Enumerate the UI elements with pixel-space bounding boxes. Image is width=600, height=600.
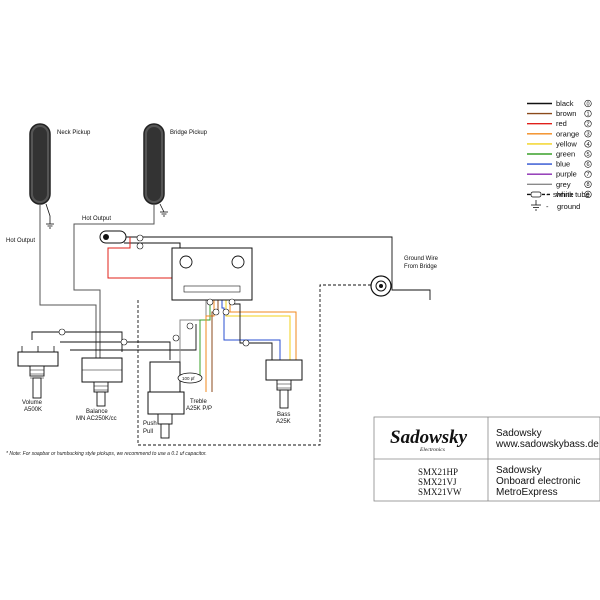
legend-label-purple: purple	[556, 170, 577, 179]
title-website: www.sadowskybass.de	[495, 439, 599, 450]
volume-label-1: Volume	[22, 400, 43, 406]
legend-number-yellow: 4	[587, 142, 590, 148]
capacitor-note: * Note: For soapbar or humbucking style …	[6, 451, 207, 457]
legend-label-grey: grey	[556, 180, 571, 189]
shrink-tube-legend	[527, 191, 542, 198]
ground-legend-icon	[531, 200, 541, 211]
legend-number-circle-green	[584, 150, 592, 158]
desc-2: Onboard electronic	[496, 476, 581, 487]
capacitor-label: 100 pf	[182, 376, 195, 381]
legend-number-black: 0	[587, 101, 590, 107]
bridge-ground-lead	[159, 203, 165, 213]
push-label: Push	[143, 421, 157, 427]
legend-dash-shrink: -	[546, 190, 549, 199]
legend-label-green: green	[556, 150, 575, 159]
bridge-hot-wire	[73, 204, 155, 360]
legend-number-circle-yellow	[584, 140, 592, 148]
legend-label-brown: brown	[556, 109, 576, 118]
volume-label-2: A500K	[24, 407, 42, 413]
neck-pickup-label: Neck Pickup	[57, 130, 91, 136]
treble-pot	[147, 361, 185, 439]
black-wire-top-2	[124, 242, 181, 248]
treble-label-2: A25K P/P	[186, 406, 212, 412]
legend-number-grey: 8	[587, 182, 590, 188]
legend-number-circle-orange	[584, 130, 592, 138]
title-block	[373, 416, 600, 502]
blue-wire	[221, 290, 281, 360]
legend-label-yellow: yellow	[556, 139, 577, 148]
legend-number-orange: 3	[587, 132, 590, 138]
circuit-board	[171, 247, 253, 301]
hot-output-label-1: Hot Output	[6, 238, 35, 244]
bridge-pickup-label: Bridge Pickup	[170, 130, 208, 136]
balance-label-1: Balance	[86, 409, 108, 415]
ground-wire-label-1: Ground Wire	[404, 256, 439, 262]
wire-number-markers	[58, 234, 250, 347]
desc-1: Sadowsky	[496, 465, 542, 476]
legend-number-circle-red	[584, 120, 592, 128]
neck-pickup	[29, 123, 51, 205]
color-legend: black 0 brown 1 red 2 orange 3 yellow 4 green 5 blue…	[527, 99, 592, 199]
legend-number-green: 5	[587, 152, 590, 158]
legend-number-circle-purple	[584, 170, 592, 178]
white-dashed-wire	[137, 284, 372, 446]
legend-dash-ground: -	[546, 202, 549, 211]
bass-label-2: A25K	[276, 419, 291, 425]
grey-wire	[179, 290, 207, 380]
neck-ground-icon	[46, 223, 54, 229]
legend-shrink-tube: shrink tube	[553, 190, 590, 199]
treble-label-1: Treble	[190, 399, 207, 405]
legend-number-circle-brown	[584, 109, 592, 118]
desc-3: MetroExpress	[496, 487, 558, 498]
volume-treble-wire	[60, 341, 171, 360]
legend-number-circle-black	[584, 99, 592, 108]
legend-number-purple: 7	[587, 172, 590, 178]
ground-wire-label-2: From Bridge	[404, 264, 438, 270]
model-2: SMX21VJ	[418, 477, 457, 487]
black-wire-bass	[233, 290, 273, 362]
model-1: SMX21HP	[418, 467, 458, 477]
input-switch	[99, 230, 127, 244]
legend-ground: ground	[557, 202, 580, 211]
legend-label-orange: orange	[556, 129, 579, 138]
balance-label-2: MN AC250K/cc	[76, 416, 117, 422]
orange-wire-a	[205, 290, 215, 392]
legend-number-white: 9	[587, 192, 590, 198]
legend-label-black: black	[556, 99, 574, 108]
legend-number-circle-blue	[584, 160, 592, 168]
output-jack	[370, 275, 392, 297]
sadowsky-logo-sub: Electronics	[419, 447, 445, 453]
legend-number-blue: 6	[587, 162, 590, 168]
ground-wire-from-bridge	[162, 236, 431, 300]
balance-pot	[81, 357, 123, 407]
pull-label: Pull	[143, 429, 153, 435]
legend-label-white: white	[555, 190, 574, 199]
legend-label-blue: blue	[556, 160, 570, 169]
balance-board-wire	[70, 324, 197, 351]
legend-number-circle-white	[584, 190, 592, 198]
legend-number-circle-grey	[584, 180, 592, 188]
hot-output-label-2: Hot Output	[82, 216, 111, 222]
volume-pot	[17, 346, 59, 399]
legend-label-red: red	[556, 119, 567, 128]
bass-label-1: Bass	[277, 412, 290, 418]
bass-pot	[265, 359, 303, 409]
capacitor-icon	[177, 372, 203, 384]
bridge-ground-icon	[160, 211, 168, 217]
legend-number-brown: 1	[587, 112, 590, 118]
title-company: Sadowsky	[496, 428, 542, 439]
neck-hot-wire	[39, 204, 97, 360]
neck-ground-lead	[45, 203, 51, 224]
bridge-pickup	[143, 123, 165, 205]
legend-number-red: 2	[587, 122, 590, 128]
red-wire	[107, 237, 180, 279]
yellow-wire	[225, 290, 291, 362]
model-3: SMX21VW	[418, 487, 462, 497]
brown-wire	[211, 290, 219, 392]
sadowsky-logo: Sadowsky	[390, 427, 468, 448]
